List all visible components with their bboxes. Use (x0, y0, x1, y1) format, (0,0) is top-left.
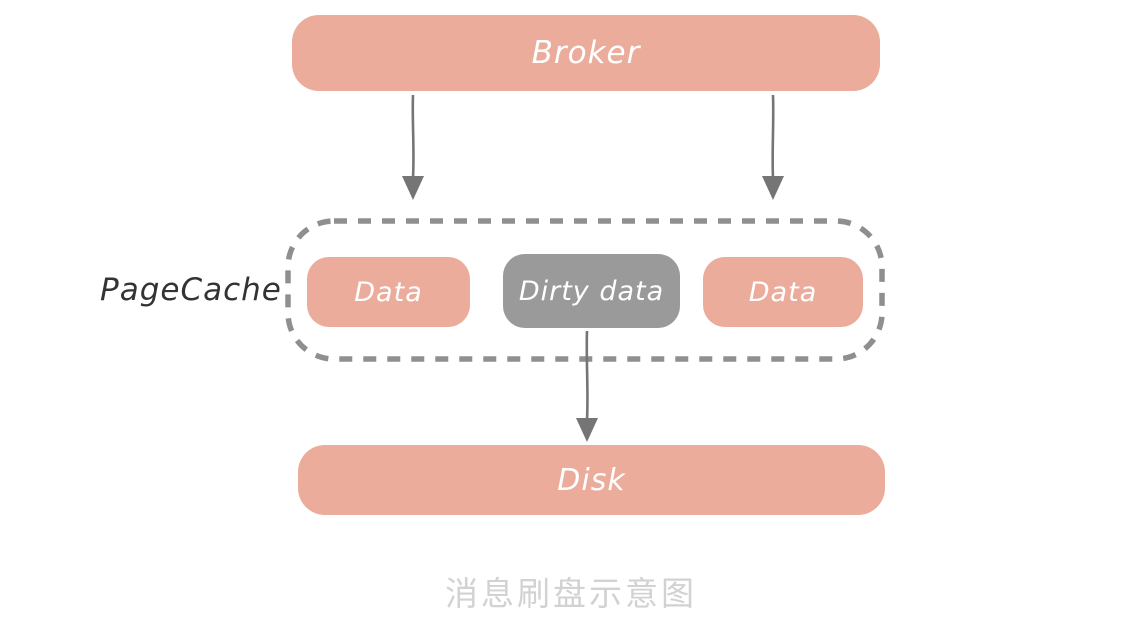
broker-label: Broker (531, 35, 641, 71)
pagecache-container: Data Dirty data Data (285, 218, 885, 362)
arrow-down-broker-left-icon (402, 94, 424, 200)
pagecache-data-label-1: Data (354, 276, 423, 308)
pagecache-data-label-2: Data (748, 276, 818, 308)
pagecache-data-node-2: Data (703, 257, 863, 327)
pagecache-dashed-border (285, 218, 885, 362)
pagecache-dirty-data-label: Dirty data (518, 275, 665, 307)
disk-node: Disk (298, 445, 885, 515)
pagecache-label: PageCache (100, 272, 282, 308)
arrow-down-broker-right-icon (762, 94, 784, 200)
pagecache-dirty-data-node: Dirty data (503, 254, 680, 328)
broker-node: Broker (292, 15, 880, 91)
pagecache-data-node-1: Data (307, 257, 470, 327)
arrow-down-dirty-to-disk-icon (576, 330, 598, 442)
disk-label: Disk (557, 462, 626, 498)
diagram-caption: 消息刷盘示意图 (445, 574, 697, 613)
